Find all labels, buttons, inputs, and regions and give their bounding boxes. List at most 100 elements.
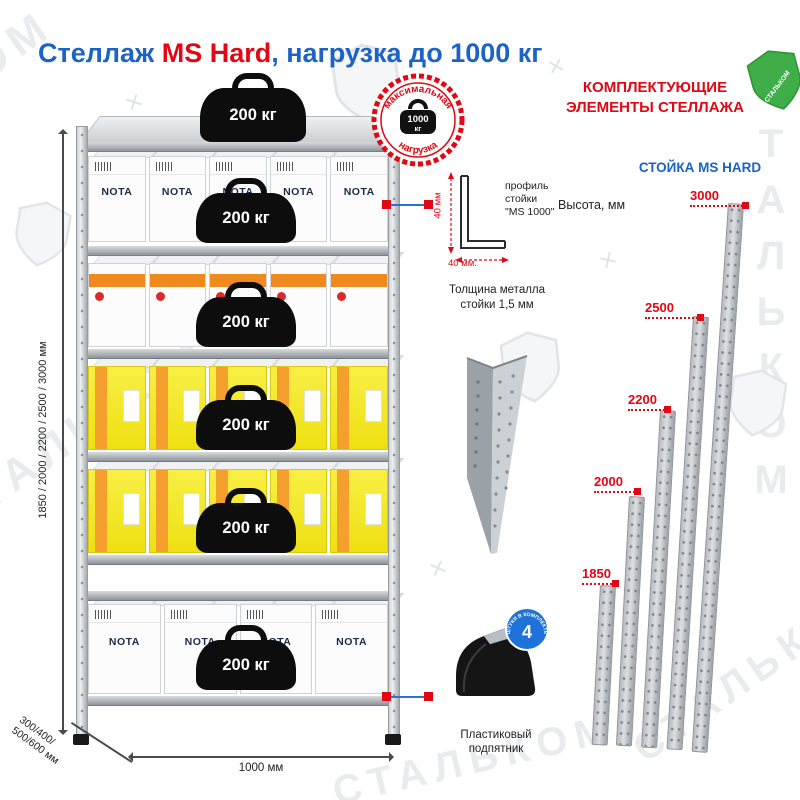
dotted-leader-line — [628, 406, 671, 413]
watermark-text: СТАЛЬКОМ — [0, 0, 62, 219]
title-part2: , нагрузка до 1000 кг — [271, 38, 543, 69]
width-dimension-line — [130, 756, 392, 758]
post-label-1850: 1850 — [582, 566, 619, 587]
profile-label: профиль стойки "MS 1000" — [505, 180, 555, 218]
shield-watermark-icon — [15, 201, 72, 267]
components-subheader: СТОЙКА MS HARD — [638, 160, 762, 175]
callout-line — [391, 696, 424, 698]
badge-unit: кг — [415, 124, 422, 133]
paper-box — [88, 263, 146, 347]
paper-box: NOTA — [315, 604, 388, 694]
shelf-beam — [78, 555, 398, 565]
count-badge: ШТУКИ В КОМПЛЕКТЕ 4 — [505, 607, 549, 651]
marker-square — [634, 488, 641, 495]
weight-200kg: 200 кг — [196, 400, 296, 450]
barcode-icon — [246, 610, 265, 619]
weight-200kg: 200 кг — [196, 640, 296, 690]
weight-200kg: 200 кг — [200, 88, 306, 142]
callout-marker — [424, 200, 433, 209]
rack-foot — [73, 734, 89, 745]
width-dimension-text: 1000 мм — [238, 762, 284, 774]
arrow-right-icon — [389, 752, 399, 762]
paper-box: NOTA — [330, 156, 388, 242]
box-brand-label: NOTA — [101, 186, 133, 199]
count-badge-number: 4 — [522, 622, 532, 642]
dotted-leader-line — [594, 488, 641, 495]
brand-shield-logo: СТАЛЬКОМ — [746, 50, 800, 110]
arrow-down-icon — [58, 730, 68, 740]
barcode-icon — [322, 610, 341, 619]
marker-square — [697, 314, 704, 321]
shelf-beam — [78, 142, 398, 152]
weight-200kg: 200 кг — [196, 297, 296, 347]
paper-box — [330, 366, 388, 450]
post-label-2000: 2000 — [594, 474, 641, 495]
rack-foot — [385, 734, 401, 745]
height-dimension-text: 1850 / 2000 / 2200 / 2500 / 3000 мм — [37, 341, 49, 519]
marker-square — [742, 202, 749, 209]
plastic-foot-label: Пластиковый подпятник — [460, 729, 532, 755]
dotted-leader-line — [690, 202, 749, 209]
paper-box: NOTA — [88, 604, 161, 694]
thickness-note: Толщина металла стойки 1,5 мм — [448, 284, 546, 311]
callout-marker — [424, 692, 433, 701]
height-dimension-line — [62, 132, 64, 734]
box-brand-label: NOTA — [283, 186, 315, 199]
arrow-up-icon — [58, 124, 68, 134]
page-title: Стеллаж MS Hard, нагрузка до 1000 кг — [38, 38, 543, 69]
arrow-left-icon — [123, 752, 133, 762]
post-1850 — [591, 585, 616, 746]
marker-square — [612, 580, 619, 587]
box-brand-label: NOTA — [343, 186, 375, 199]
max-load-badge: максимальная нагрузка 1000 кг — [371, 73, 465, 167]
rack-right-post — [388, 126, 400, 740]
paper-box — [88, 469, 146, 553]
barcode-icon — [276, 162, 295, 171]
watermark-text: СТАЛЬКОМ — [749, 66, 793, 514]
barcode-icon — [170, 610, 189, 619]
barcode-icon — [216, 162, 235, 171]
callout-line — [391, 204, 424, 206]
box-brand-label: NOTA — [336, 635, 368, 648]
box-brand-label: NOTA — [161, 186, 193, 199]
shelf-beam — [78, 452, 398, 462]
rack-left-post — [76, 126, 88, 740]
box-brand-label: NOTA — [108, 635, 140, 648]
badge-text-bottom: нагрузка — [396, 139, 439, 156]
paper-box — [88, 366, 146, 450]
shelf-beam — [78, 696, 398, 706]
sparkle-icon — [124, 92, 144, 112]
shelf-row-5: NOTA NOTA NOTA NOTA — [88, 604, 388, 694]
badge-value: 1000 — [407, 114, 428, 125]
weight-200kg: 200 кг — [196, 193, 296, 243]
shelf-beam — [78, 349, 398, 359]
post-label-2500: 2500 — [645, 300, 704, 321]
dotted-leader-line — [582, 580, 619, 587]
shelf-beam — [78, 591, 398, 601]
callout-marker — [382, 200, 391, 209]
shelf-beam — [78, 246, 398, 256]
badge-weight-handle — [408, 99, 428, 110]
barcode-icon — [337, 162, 356, 171]
corner-post-render — [466, 355, 528, 554]
paper-box — [330, 469, 388, 553]
barcode-icon — [155, 162, 174, 171]
barcode-icon — [95, 162, 113, 171]
post-label-2200: 2200 — [628, 392, 671, 413]
weight-200kg: 200 кг — [196, 503, 296, 553]
title-part1: Стеллаж — [38, 38, 162, 69]
paper-box: NOTA — [88, 156, 146, 242]
components-header: КОМПЛЕКТУЮЩИЕ ЭЛЕМЕНТЫ СТЕЛЛАЖА — [566, 79, 744, 116]
svg-text:нагрузка: нагрузка — [396, 139, 439, 156]
barcode-icon — [95, 610, 113, 619]
post-label-3000: 3000 — [690, 188, 749, 209]
callout-marker — [382, 692, 391, 701]
depth-dimension-text: 300/400/ 500/600 мм — [9, 714, 62, 767]
sparkle-icon — [599, 251, 618, 270]
post-2000 — [615, 496, 645, 747]
profile-drawing — [448, 172, 509, 263]
paper-box — [330, 263, 388, 347]
height-column-label: Высота, мм — [558, 198, 626, 212]
profile-dim-horizontal: 40 мм. — [448, 258, 477, 269]
